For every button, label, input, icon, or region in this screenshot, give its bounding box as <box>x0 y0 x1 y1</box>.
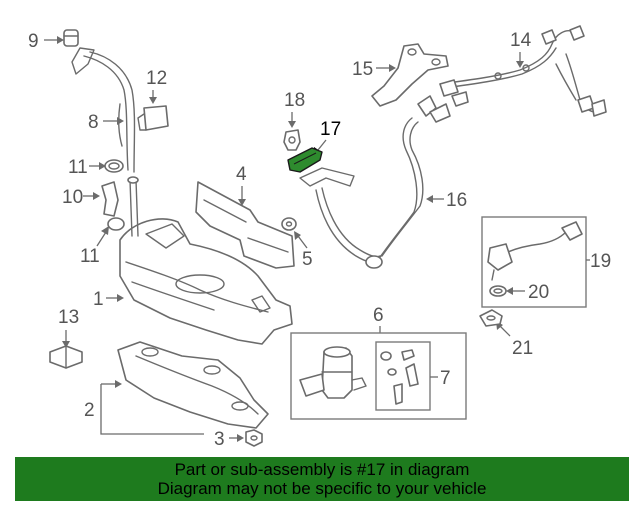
box-19 <box>481 216 587 308</box>
part-3-nut <box>245 429 263 447</box>
callout-7: 7 <box>440 368 451 389</box>
part-18-grommet <box>283 129 301 151</box>
callout-19: 19 <box>590 251 611 272</box>
callout-5: 5 <box>302 249 313 270</box>
callout-9: 9 <box>28 31 39 52</box>
callout-13: 13 <box>58 307 79 328</box>
callout-12: 12 <box>146 68 167 89</box>
part-4-heat-shield <box>195 181 295 269</box>
callout-1: 1 <box>93 289 104 310</box>
part-1-fuel-tank <box>119 176 293 345</box>
part-17-bracket-highlighted <box>287 147 323 173</box>
callout-11-top: 11 <box>68 157 88 178</box>
part-16-fuel-line <box>299 95 451 269</box>
box-7 <box>375 341 431 411</box>
part-19-sender-unit <box>487 221 583 281</box>
parts-diagram: 9 12 8 11 10 11 1 13 2 3 4 5 18 17 15 14… <box>28 25 611 450</box>
callout-8: 8 <box>88 112 99 133</box>
callout-21: 21 <box>512 338 533 359</box>
leader-lines <box>44 36 525 442</box>
part-5-washer <box>281 217 297 231</box>
box-6 <box>290 332 467 420</box>
banner-line-1: Part or sub-assembly is #17 in diagram <box>174 460 470 479</box>
part-6-pump-assembly <box>299 346 367 399</box>
callout-10: 10 <box>62 187 83 208</box>
callout-14: 14 <box>510 30 532 51</box>
part-9-cap <box>63 29 79 47</box>
callout-18: 18 <box>284 90 305 111</box>
callout-3: 3 <box>214 429 225 450</box>
part-8-filler-neck <box>71 47 136 173</box>
part-15-bracket <box>371 43 449 107</box>
part-14-wiring-harness <box>439 25 607 117</box>
part-7-hardware-kit <box>380 349 419 405</box>
callout-20: 20 <box>528 282 549 303</box>
part-11-clamp-top <box>104 159 124 173</box>
part-2-skid-plate <box>117 341 269 429</box>
callout-17: 17 <box>320 119 341 140</box>
part-21-lock-ring <box>479 309 503 327</box>
callout-15: 15 <box>352 59 373 80</box>
callout-2: 2 <box>84 400 95 421</box>
callout-11-bottom: 11 <box>80 246 100 267</box>
part-10-hose <box>101 181 119 217</box>
part-13-clip <box>49 345 83 369</box>
info-banner: Part or sub-assembly is #17 in diagram D… <box>15 457 629 501</box>
callout-6: 6 <box>373 305 384 326</box>
callout-16: 16 <box>446 190 467 211</box>
callout-4: 4 <box>236 164 247 185</box>
part-11-clamp-bottom <box>107 217 125 231</box>
part-20-seal-ring <box>489 285 507 297</box>
banner-line-2: Diagram may not be specific to your vehi… <box>157 479 487 498</box>
part-12-bracket <box>137 105 169 131</box>
